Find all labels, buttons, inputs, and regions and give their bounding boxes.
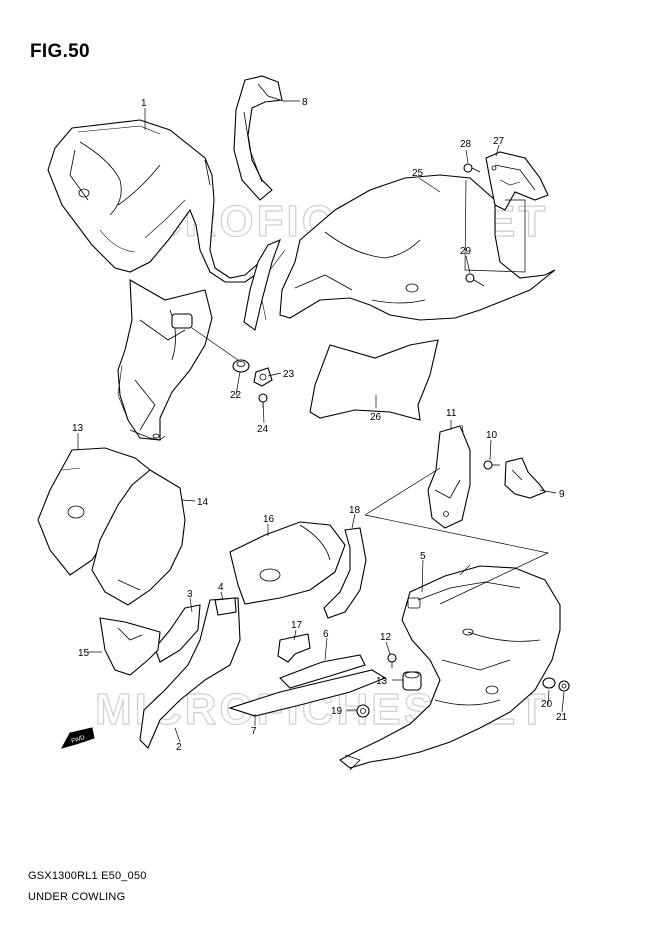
- part-1-lower-bracket: [117, 279, 213, 441]
- part-18-trim: [323, 527, 367, 619]
- leader-lines: [77, 100, 565, 743]
- part-10-screw: [483, 460, 500, 470]
- part-2-panel: [139, 597, 241, 749]
- part-14-cover: [91, 469, 186, 606]
- part-4-strip: [214, 597, 237, 616]
- callouts: 1 2 3 4 5 7 8 9 10 11 12 13 13 14 15 16 …: [72, 97, 568, 753]
- part-29-bolt: [465, 273, 485, 287]
- callout-5: 5: [420, 551, 426, 562]
- part-6-strip: [279, 654, 366, 689]
- callout-28: 28: [460, 139, 472, 150]
- part-25-side-cowl: [257, 174, 556, 321]
- part-20-grommet: [542, 677, 556, 689]
- callout-16: 16: [263, 514, 275, 525]
- part-11-bracket: [427, 425, 471, 529]
- callout-29: 29: [460, 246, 472, 257]
- part-27-bracket: [485, 151, 549, 211]
- callout-27: 27: [493, 136, 505, 147]
- part-3-strip: [154, 604, 201, 663]
- part-26-pad: [309, 339, 439, 421]
- callout-1: 1: [141, 98, 147, 109]
- part-28-bolt: [463, 163, 481, 173]
- part-17-clip: [277, 633, 311, 663]
- figure-title: FIG.50: [30, 41, 90, 62]
- part-15-panel: [99, 617, 161, 676]
- callout-12: 12: [380, 632, 392, 643]
- model-code: GSX1300RL1 E50_050: [28, 870, 147, 882]
- callout-4: 4: [218, 582, 224, 593]
- callout-9: 9: [559, 489, 565, 500]
- callout-13-lower: 13: [376, 676, 388, 687]
- callout-13-upper: 13: [72, 423, 84, 434]
- figure-caption: UNDER COWLING: [28, 891, 126, 903]
- part-8-stay: [233, 75, 283, 201]
- part-9-bracket: [504, 457, 546, 499]
- part-12-screw: [387, 653, 397, 668]
- callout-15: 15: [78, 648, 90, 659]
- part-13-grommet: [402, 671, 422, 691]
- callout-2: 2: [176, 742, 182, 753]
- callout-8: 8: [302, 97, 308, 108]
- callout-26: 26: [370, 412, 382, 423]
- callout-22: 22: [230, 390, 242, 401]
- callout-7: 7: [251, 726, 257, 737]
- callout-3: 3: [187, 589, 193, 600]
- callout-25: 25: [412, 168, 424, 179]
- callout-23: 23: [283, 369, 295, 380]
- callout-6: 6: [323, 629, 329, 640]
- part-7-strip: [228, 669, 387, 717]
- callout-24: 24: [257, 424, 269, 435]
- callout-14: 14: [197, 497, 209, 508]
- fwd-arrow-icon: FWD: [61, 727, 95, 749]
- callout-18: 18: [349, 505, 361, 516]
- callout-21: 21: [556, 712, 568, 723]
- callout-10: 10: [486, 430, 498, 441]
- part-21-screw: [558, 680, 570, 692]
- callout-17: 17: [291, 620, 303, 631]
- part-23-nut: [253, 367, 273, 387]
- fwd-label: FWD: [71, 735, 86, 745]
- callout-20: 20: [541, 699, 553, 710]
- callout-11: 11: [446, 408, 457, 419]
- part-16-cover: [229, 521, 346, 605]
- part-25-front-strip: [243, 239, 281, 331]
- part-1-inner-panel: [47, 119, 276, 283]
- part-19-nut: [356, 704, 370, 718]
- callout-19: 19: [331, 706, 343, 717]
- part-22-grommet: [232, 359, 250, 373]
- part-5-lower-cowl: [339, 564, 561, 771]
